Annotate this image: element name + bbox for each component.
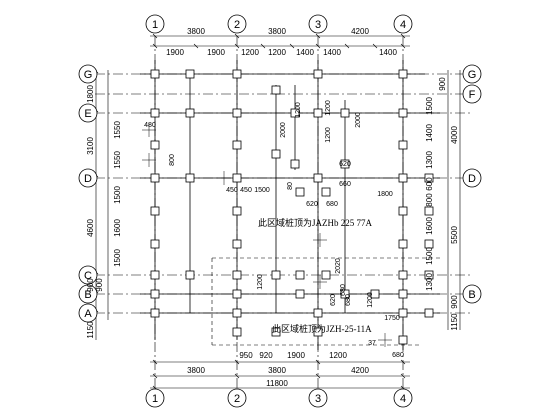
top-subdim-2: 1900: [207, 48, 225, 57]
left-dim-4600: 4600: [86, 219, 95, 237]
inner-dim-f: 450: [226, 187, 238, 194]
axis-label-right-g: G: [468, 69, 477, 81]
inner-dim-w: 1200: [367, 292, 374, 308]
axis-label-top-1: 1: [152, 19, 158, 31]
left-subdim-1: 1550: [113, 121, 122, 139]
left-subdim-6: 900: [95, 278, 104, 292]
inner-dim-v: 37: [368, 340, 376, 347]
bottom-subdim-2: 920: [259, 351, 273, 360]
inner-dim-p: 680: [340, 284, 347, 296]
axis-bubbles: [78, 14, 482, 408]
axis-label-left-b: B: [84, 289, 91, 301]
right-dim-1150: 1150: [450, 313, 459, 331]
right-subdim-7: 1600: [425, 217, 434, 235]
inner-dim-a: 1200: [295, 102, 302, 118]
pile-center-marks: [142, 123, 392, 347]
bottom-dim-total: 11800: [266, 379, 288, 388]
top-dim-3800-a: 3800: [187, 27, 205, 36]
pile-cap-boundary: [211, 257, 440, 346]
left-dim-1150: 1150: [86, 321, 95, 339]
bottom-dim-3800-b: 3800: [268, 366, 286, 375]
right-subdim-9: 1300: [425, 273, 434, 291]
inner-dim-q: 620: [330, 294, 337, 306]
right-dimension-lines: [447, 70, 461, 330]
pile-markers: [150, 69, 434, 345]
inner-dim-s: 1200: [257, 274, 264, 290]
axis-label-top-2: 2: [234, 19, 240, 31]
bottom-subdim-3: 1900: [287, 351, 305, 360]
inner-dim-k: 680: [326, 201, 338, 208]
inner-dim-u: 680: [392, 352, 404, 359]
left-dim-1800: 1800: [86, 85, 95, 103]
right-dim-5500: 5500: [450, 226, 459, 244]
inner-dim-o: 2020: [335, 258, 342, 274]
right-subdim-3: 1400: [425, 124, 434, 142]
right-subdim-1: 900: [438, 77, 447, 91]
top-dim-3800-b: 3800: [268, 27, 286, 36]
axis-label-right-f: F: [469, 89, 476, 101]
axis-label-right-d: D: [468, 173, 476, 185]
top-subdim-7: 1400: [379, 48, 397, 57]
axis-label-bottom-2: 2: [234, 393, 240, 405]
inner-dim-g: 450: [240, 187, 252, 194]
right-subdim-5: 600: [425, 177, 434, 191]
inner-dim-n: 1800: [377, 191, 393, 198]
inner-dim-b: 2000: [280, 122, 287, 138]
axis-label-left-a: A: [84, 308, 92, 320]
inner-dim-x: 480: [144, 122, 156, 129]
inner-dim-j: 620: [306, 201, 318, 208]
axis-label-bottom-4: 4: [400, 393, 406, 405]
axis-label-left-d: D: [84, 173, 92, 185]
bottom-dim-4200: 4200: [351, 366, 369, 375]
axis-label-bottom-1: 1: [152, 393, 158, 405]
left-dim-900: 900: [86, 278, 95, 292]
left-subdim-3: 1500: [113, 186, 122, 204]
right-dim-900: 900: [450, 295, 459, 309]
top-subdim-3: 1200: [241, 48, 259, 57]
left-subdim-5: 1500: [113, 249, 122, 267]
right-subdim-8: 1500: [425, 247, 434, 265]
note-lower-region: 此区域桩顶为JZH-25-11A: [272, 323, 372, 334]
inner-dim-e: 1200: [325, 127, 332, 143]
left-subdim-4: 1600: [113, 219, 122, 237]
right-subdim-4: 1300: [425, 151, 434, 169]
top-subdim-1: 1900: [166, 48, 184, 57]
left-dim-3100: 3100: [86, 137, 95, 155]
top-subdim-5: 1400: [296, 48, 314, 57]
axis-label-left-c: C: [84, 270, 92, 282]
inner-dim-h: 1500: [254, 187, 270, 194]
inner-dim-m: 620: [339, 161, 351, 168]
inner-dim-i: 80: [287, 182, 294, 190]
top-subdim-4: 1200: [268, 48, 286, 57]
axis-label-left-e: E: [84, 108, 91, 120]
left-subdim-2: 1550: [113, 151, 122, 169]
bottom-subdim-4: 1200: [329, 351, 347, 360]
top-dimension-lines: [150, 33, 410, 49]
beam-lines: [140, 60, 440, 350]
axis-label-bottom-3: 3: [315, 393, 321, 405]
top-dim-4200: 4200: [351, 27, 369, 36]
axis-label-top-3: 3: [315, 19, 321, 31]
axis-label-top-4: 4: [400, 19, 406, 31]
note-upper-region: 此区域桩顶为JAZHb 225 77A: [258, 217, 372, 228]
inner-dim-c: 1200: [325, 100, 332, 116]
inner-dim-t: 1750: [384, 315, 400, 322]
right-dim-4000: 4000: [450, 126, 459, 144]
inner-dim-y: 800: [169, 154, 176, 166]
bottom-subdim-1: 950: [239, 351, 253, 360]
bottom-dim-3800-a: 3800: [187, 366, 205, 375]
top-subdim-6: 1400: [323, 48, 341, 57]
axis-label-right-b: B: [468, 289, 475, 301]
right-subdim-2: 1500: [425, 97, 434, 115]
axis-label-left-g: G: [84, 69, 93, 81]
inner-dim-l: 660: [339, 181, 351, 188]
right-subdim-6: 800: [425, 193, 434, 207]
inner-dim-d: 2000: [355, 112, 362, 128]
inner-dim-r: 680: [345, 294, 352, 306]
